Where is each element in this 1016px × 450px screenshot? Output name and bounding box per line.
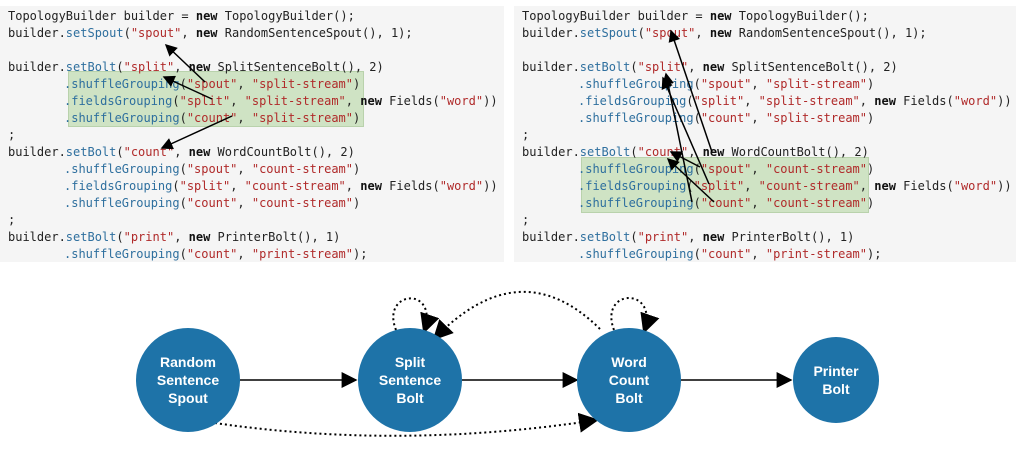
node-split-sentence-bolt [358,328,462,432]
node-label-count: Word Count Bolt [608,354,650,406]
code-line: ; [522,213,530,227]
edge-count-split-dotted [432,290,601,341]
code-line: builder.setBolt("print", new PrinterBolt… [522,230,855,244]
code-line: ; [522,128,530,142]
code-line: .shuffleGrouping("count", "count-stream"… [578,196,875,210]
code-line: builder.setSpout("spout", new RandomSent… [522,26,927,40]
code-line: .fieldsGrouping("split", "count-stream",… [64,179,498,193]
code-line: builder.setSpout("spout", new RandomSent… [8,26,413,40]
code-line: TopologyBuilder builder = new TopologyBu… [522,9,869,23]
code-line: ; [8,213,16,227]
node-printer-bolt [793,337,879,423]
node-label-printer: Printer Bolt [813,363,859,397]
code-line: ; [8,128,16,142]
code-line: builder.setBolt("print", new PrinterBolt… [8,230,341,244]
code-line: .fieldsGrouping("split", "count-stream",… [578,179,1012,193]
edge-split-self-loop [392,297,440,334]
code-line: .shuffleGrouping("count", "count-stream"… [64,196,361,210]
node-label-spout: Random Sentence Spout [156,354,220,406]
code-line: .shuffleGrouping("count", "print-stream"… [578,247,882,261]
edge-spout-count-dotted [214,412,599,437]
code-line: .shuffleGrouping("count", "print-stream"… [64,247,368,261]
highlight-count-groupings [581,157,869,213]
code-panel-right: TopologyBuilder builder = new TopologyBu… [514,6,1016,262]
code-line: .shuffleGrouping("spout", "count-stream"… [64,162,361,176]
code-panel-left: TopologyBuilder builder = new TopologyBu… [0,6,504,262]
code-line: TopologyBuilder builder = new TopologyBu… [8,9,355,23]
node-word-count-bolt [577,328,681,432]
code-line: builder.setBolt("count", new WordCountBo… [8,145,355,159]
edge-count-self-loop [610,297,660,334]
node-random-sentence-spout [136,328,240,432]
code-line: .fieldsGrouping("split", "split-stream",… [64,94,498,108]
node-label-split: Split Sentence Bolt [378,354,442,406]
